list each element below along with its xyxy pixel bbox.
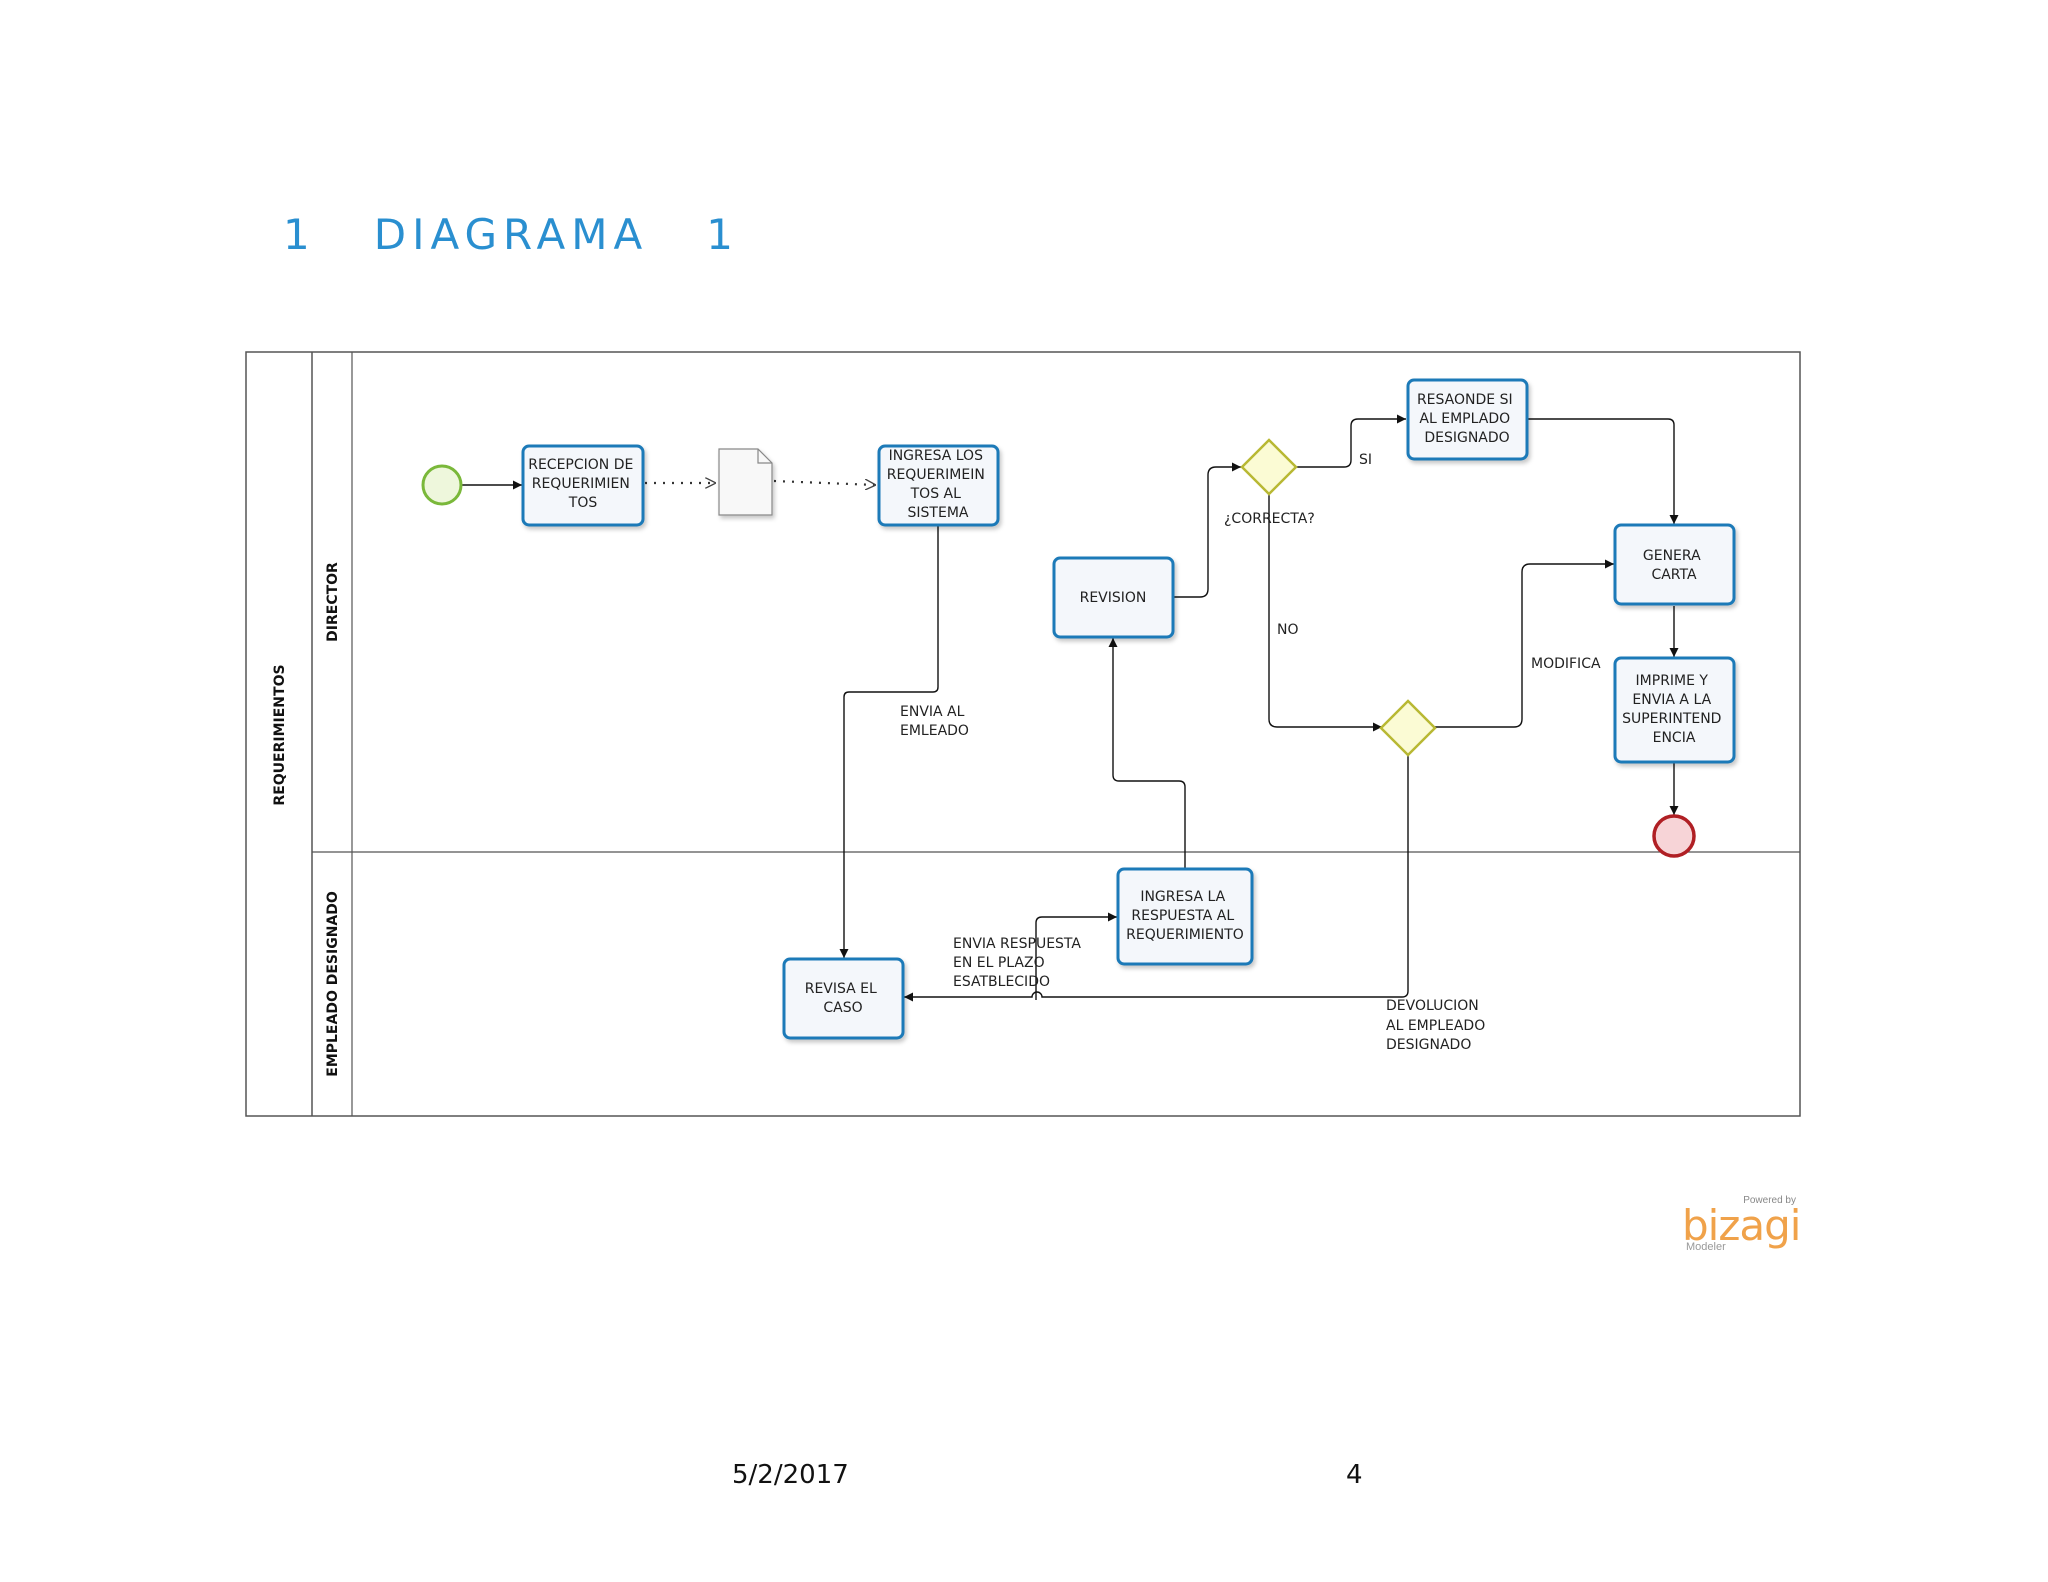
task-ingresa-respuesta-line: INGRESA LA bbox=[1140, 889, 1225, 905]
svg-text:IMPRIME Y ENVIA A LA: IMPRIME Y ENVIA A LA SUPERINTEND ENCIA bbox=[1622, 673, 1726, 746]
bizagi-logo: Powered by bizagi Modeler bbox=[1680, 1195, 1801, 1255]
task-revisa-caso: REVISA EL CASO bbox=[782, 957, 905, 1040]
data-object bbox=[718, 448, 773, 516]
page-title: 1 DIAGRAMA 1 bbox=[283, 210, 739, 259]
svg-text:RECEPCION DE REQUERIMIEN: RECEPCION DE REQUERIMIEN TOS bbox=[528, 457, 638, 511]
footer-date: 5/2/2017 bbox=[732, 1460, 849, 1490]
flow-label-devolucion: DESIGNADO bbox=[1386, 1037, 1471, 1053]
pool-label: REQUERIMIENTOS bbox=[272, 664, 288, 805]
task-recepcion-line: RECEPCION DE bbox=[528, 457, 633, 473]
gateway-correcta-label: ¿CORRECTA? bbox=[1224, 511, 1315, 527]
flow-resaonde-to-genera bbox=[1527, 418, 1679, 524]
flow-no bbox=[1268, 495, 1382, 732]
task-imprime-line: SUPERINTEND bbox=[1622, 711, 1721, 727]
task-ingresa-sistema-line: REQUERIMEIN bbox=[887, 467, 985, 483]
flow-ingresa-to-revisa bbox=[839, 525, 939, 958]
task-resaonde-line: AL EMPLADO bbox=[1419, 411, 1510, 427]
task-resaonde-line: DESIGNADO bbox=[1424, 430, 1509, 446]
flow-ingresa-respuesta-to-revision bbox=[1108, 638, 1186, 868]
task-revisa-caso-line: REVISA EL bbox=[805, 981, 877, 997]
flow-label-devolucion: AL EMPLEADO bbox=[1386, 1018, 1485, 1034]
task-ingresa-sistema-line: INGRESA LOS bbox=[889, 448, 984, 464]
sequence-flows bbox=[462, 414, 1679, 1002]
flow-label-modifica: MODIFICA bbox=[1531, 656, 1601, 672]
task-ingresa-sistema-line: TOS AL bbox=[910, 486, 961, 502]
svg-text:INGRESA LA RESPUESTA AL: INGRESA LA RESPUESTA AL REQUERIMIENTO bbox=[1126, 889, 1244, 943]
task-imprime: IMPRIME Y ENVIA A LA SUPERINTEND ENCIA bbox=[1613, 656, 1736, 764]
svg-text:ENVIA AL EMLEADO: ENVIA AL EMLEADO bbox=[900, 704, 969, 739]
flow-modifica bbox=[1435, 559, 1614, 728]
task-genera-carta: GENERA CARTA bbox=[1613, 523, 1736, 606]
task-genera-carta-line: CARTA bbox=[1651, 567, 1697, 583]
lane-label-empleado: EMPLEADO DESIGNADO bbox=[325, 891, 341, 1077]
flow-label-devolucion: DEVOLUCION bbox=[1386, 998, 1479, 1014]
task-ingresa-respuesta: INGRESA LA RESPUESTA AL REQUERIMIENTO bbox=[1116, 867, 1254, 966]
brand-powered: Powered by bbox=[1743, 1195, 1796, 1206]
flow-label-envia-respuesta: ENVIA RESPUESTA bbox=[953, 936, 1081, 952]
end-event bbox=[1652, 814, 1696, 858]
task-ingresa-respuesta-line: REQUERIMIENTO bbox=[1126, 927, 1244, 943]
svg-text:REVISION: REVISION bbox=[1080, 590, 1147, 606]
gateway-merge bbox=[1379, 699, 1437, 757]
start-event bbox=[421, 464, 463, 506]
task-ingresa-respuesta-line: RESPUESTA AL bbox=[1131, 908, 1234, 924]
flow-label-si: SI bbox=[1359, 452, 1372, 468]
flow-label-envia-empleado: ENVIA AL bbox=[900, 704, 965, 720]
svg-text:RESAONDE SI AL EMPLADO: RESAONDE SI AL EMPLADO DESIGNADO bbox=[1417, 392, 1517, 446]
flow-label-envia-respuesta: ESATBLECIDO bbox=[953, 974, 1050, 990]
flow-label-envia-respuesta: EN EL PLAZO bbox=[953, 955, 1045, 971]
task-revisa-caso-line: CASO bbox=[823, 1000, 862, 1016]
brand-sub: Modeler bbox=[1686, 1241, 1726, 1253]
svg-text:DEVOLUCION AL EMPLEADO: DEVOLUCION AL EMPLEADO DESIGNADO bbox=[1386, 998, 1490, 1053]
footer-page-number: 4 bbox=[1346, 1460, 1363, 1490]
gateway-correcta bbox=[1240, 438, 1298, 496]
pool: REQUERIMIENTOS DIRECTOR EMPLEADO DESIGNA… bbox=[245, 351, 1801, 1117]
task-resaonde-line: RESAONDE SI bbox=[1417, 392, 1513, 408]
task-recepcion-line: TOS bbox=[568, 495, 598, 511]
lane-label-director: DIRECTOR bbox=[325, 562, 341, 642]
flow-devolucion bbox=[904, 755, 1409, 1002]
task-imprime-line: IMPRIME Y bbox=[1636, 673, 1709, 689]
task-revision-line: REVISION bbox=[1080, 590, 1147, 606]
task-ingresa-sistema-line: SISTEMA bbox=[908, 505, 969, 521]
task-recepcion-line: REQUERIMIEN bbox=[532, 476, 630, 492]
task-imprime-line: ENCIA bbox=[1653, 730, 1696, 746]
task-resaonde: RESAONDE SI AL EMPLADO DESIGNADO bbox=[1406, 378, 1529, 461]
task-ingresa-sistema: INGRESA LOS REQUERIMEIN TOS AL SISTEMA bbox=[877, 444, 1000, 527]
svg-text:ENVIA RESPUESTA EN EL PLAZ: ENVIA RESPUESTA EN EL PLAZO ESATBLECIDO bbox=[953, 936, 1085, 990]
svg-text:GENERA CARTA: GENERA CARTA bbox=[1643, 548, 1705, 583]
flow-label-envia-empleado: EMLEADO bbox=[900, 723, 969, 739]
task-imprime-line: ENVIA A LA bbox=[1632, 692, 1711, 708]
flow-revision-to-gateway bbox=[1174, 462, 1241, 598]
svg-text:INGRESA LOS REQUERIMEIN: INGRESA LOS REQUERIMEIN TOS AL SISTEMA bbox=[887, 448, 990, 521]
flow-label-no: NO bbox=[1277, 622, 1299, 638]
flow-envia-respuesta bbox=[1035, 912, 1117, 1000]
brand-name: bizagi bbox=[1682, 1201, 1801, 1250]
flow-si bbox=[1297, 414, 1406, 468]
svg-text:REVISA EL CASO: REVISA EL CASO bbox=[805, 981, 882, 1016]
task-genera-carta-line: GENERA bbox=[1643, 548, 1701, 564]
task-recepcion: RECEPCION DE REQUERIMIEN TOS bbox=[521, 444, 645, 527]
task-revision: REVISION bbox=[1052, 556, 1175, 639]
